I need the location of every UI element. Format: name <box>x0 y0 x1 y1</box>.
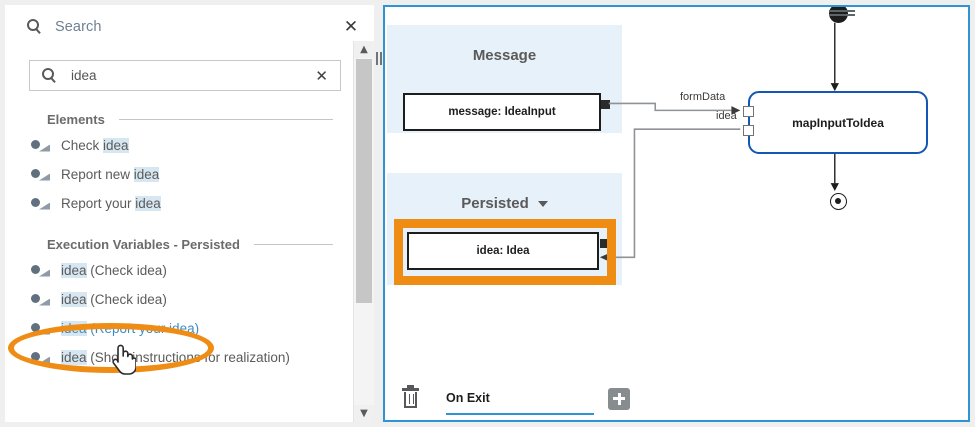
list-item[interactable]: idea (Check idea) <box>5 285 355 314</box>
search-results-list: Elements Check idea Report new idea Repo… <box>5 103 355 422</box>
scrollbar-thumb[interactable] <box>356 59 372 303</box>
list-item[interactable]: Report your idea <box>5 189 355 218</box>
list-item-label: idea (Report your idea) <box>61 321 200 336</box>
person-icon <box>31 322 50 336</box>
diagram-canvas[interactable]: Message Persisted message: IdeaInput ide… <box>385 7 968 377</box>
tab-on-exit[interactable]: On Exit <box>446 383 594 415</box>
data-object-idea[interactable]: idea: Idea <box>407 232 599 270</box>
search-input[interactable] <box>71 68 316 83</box>
search-icon <box>42 67 58 84</box>
chevron-up-icon[interactable]: ▲ <box>354 41 374 58</box>
search-input-wrapper[interactable]: ✕ <box>29 60 341 91</box>
group-header-execution-variables: Execution Variables - Persisted <box>5 232 355 256</box>
list-item-label: idea (Check idea) <box>61 263 167 278</box>
person-icon <box>31 351 50 365</box>
diagram-drag-handle[interactable] <box>829 7 855 18</box>
clear-icon[interactable]: ✕ <box>315 66 328 85</box>
diagram-bottom-bar: On Exit <box>385 376 968 420</box>
panel-splitter-handle[interactable] <box>374 48 384 68</box>
input-port-idea[interactable] <box>743 125 754 136</box>
search-panel-header: Search ✕ <box>5 5 374 49</box>
list-item-label: idea (Show instructions for realization) <box>61 350 290 365</box>
list-item-label: Report new idea <box>61 167 160 182</box>
end-event-node[interactable] <box>830 193 847 210</box>
output-port-idea[interactable] <box>600 239 609 248</box>
chevron-down-icon[interactable] <box>537 201 548 208</box>
task-node-mapinputtoidea[interactable]: mapInputToIdea <box>748 91 928 154</box>
list-item[interactable]: idea (Check idea) <box>5 256 355 285</box>
list-item-label: idea (Check idea) <box>61 292 167 307</box>
person-icon <box>31 197 50 211</box>
search-panel: Search ✕ ✕ Elements Check idea Report ne… <box>5 5 374 422</box>
diagram-panel: Message Persisted message: IdeaInput ide… <box>383 5 970 422</box>
list-item-selected[interactable]: idea (Report your idea) <box>5 314 355 343</box>
list-item[interactable]: Report new idea <box>5 160 355 189</box>
panel-title: Search <box>55 19 102 35</box>
port-label-idea: idea <box>716 110 737 122</box>
person-icon <box>31 264 50 278</box>
lane-title: Persisted <box>387 195 622 212</box>
group-divider <box>118 118 333 120</box>
output-port-message[interactable] <box>601 100 610 109</box>
group-header-elements: Elements <box>5 107 355 131</box>
chevron-down-icon[interactable]: ▼ <box>354 405 374 422</box>
search-icon <box>27 18 44 36</box>
list-item-label: Check idea <box>61 138 129 153</box>
group-divider <box>253 243 333 245</box>
person-icon <box>31 293 50 307</box>
group-label: Elements <box>47 111 105 127</box>
scrollbar[interactable]: ▲ ▼ <box>353 41 374 422</box>
plus-icon[interactable] <box>608 387 630 410</box>
list-item-label: Report your idea <box>61 196 161 211</box>
trash-icon[interactable] <box>401 385 420 409</box>
tab-label: On Exit <box>446 390 490 405</box>
data-object-message[interactable]: message: IdeaInput <box>403 93 601 131</box>
close-icon[interactable]: ✕ <box>343 17 359 37</box>
list-item[interactable]: idea (Show instructions for realization) <box>5 343 355 372</box>
port-label-formdata: formData <box>680 91 726 103</box>
person-icon <box>31 139 50 153</box>
group-label: Execution Variables - Persisted <box>47 236 240 252</box>
person-icon <box>31 168 50 182</box>
list-item[interactable]: Check idea <box>5 131 355 160</box>
lane-title: Message <box>472 47 537 64</box>
input-port-formdata[interactable] <box>743 106 754 117</box>
